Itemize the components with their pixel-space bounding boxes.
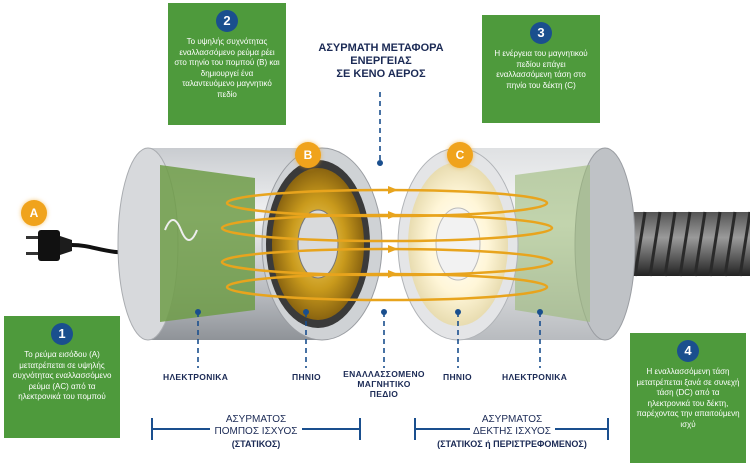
transmitter-section-label: ΑΣΥΡΜΑΤΟΣ ΠΟΜΠΟΣ ΙΣΧΥΟΣ (ΣΤΑΤΙΚΟΣ): [195, 414, 317, 450]
badge-b: B: [295, 142, 321, 168]
info-box-1: 1 Το ρεύμα εισόδου (A) μετατρέπεται σε υ…: [4, 316, 120, 438]
label-electronics-right: ΗΛΕΚΤΡΟΝΙΚΑ: [502, 372, 567, 382]
field-arrows: [388, 186, 398, 278]
receiver-line-1: ΑΣΥΡΜΑΤΟΣ: [418, 414, 606, 426]
info-text-4: Η εναλλασσόμενη τάση μετατρέπεται ξανά σ…: [636, 367, 739, 429]
label-field: ΕΝΑΛΛΑΣΣΟΜΕΝΟ ΜΑΓΝΗΤΙΚΟ ΠΕΔΙΟ: [340, 369, 428, 399]
label-field-line-3: ΠΕΔΙΟ: [340, 389, 428, 399]
label-electronics-left: ΗΛΕΚΤΡΟΝΙΚΑ: [163, 372, 228, 382]
info-text-3: Η ενέργεια του μαγνητικού πεδίου επάγει …: [494, 49, 587, 90]
title-line-1: ΑΣΥΡΜΑΤΗ ΜΕΤΑΦΟΡΑ: [298, 42, 464, 55]
title-line-2: ΕΝΕΡΓΕΙΑΣ: [298, 55, 464, 68]
info-text-2: Το υψηλής συχνότητας εναλλασσόμενο ρεύμα…: [174, 37, 279, 99]
info-box-2: 2 Το υψηλής συχνότητας εναλλασσόμενο ρεύ…: [168, 3, 286, 125]
info-text-1: Το ρεύμα εισόδου (A) μετατρέπεται σε υψη…: [13, 350, 112, 401]
receiver-line-3: (ΣΤΑΤΙΚΟΣ ή ΠΕΡΙΣΤΡΕΦΟΜΕΝΟΣ): [418, 438, 606, 450]
label-coil-right: ΠΗΝΙΟ: [443, 372, 472, 382]
transmitter-coil: [262, 148, 382, 340]
step-number-4: 4: [677, 340, 699, 362]
badge-c: C: [447, 142, 473, 168]
step-number-1: 1: [51, 323, 73, 345]
info-box-4: 4 Η εναλλασσόμενη τάση μετατρέπεται ξανά…: [630, 333, 746, 463]
step-number-2: 2: [216, 10, 238, 32]
transmitter-line-3: (ΣΤΑΤΙΚΟΣ): [195, 438, 317, 450]
receiver-line-2: ΔΕΚΤΗΣ ΙΣΧΥΟΣ: [418, 426, 606, 438]
badge-a: A: [21, 200, 47, 226]
label-field-line-1: ΕΝΑΛΛΑΣΣΟΜΕΝΟ: [340, 369, 428, 379]
step-number-3: 3: [530, 22, 552, 44]
diagram-title: ΑΣΥΡΜΑΤΗ ΜΕΤΑΦΟΡΑ ΕΝΕΡΓΕΙΑΣ ΣΕ ΚΕΝΟ ΑΕΡΟ…: [298, 42, 464, 81]
label-coil-left: ΠΗΝΙΟ: [292, 372, 321, 382]
receiver-section-label: ΑΣΥΡΜΑΤΟΣ ΔΕΚΤΗΣ ΙΣΧΥΟΣ (ΣΤΑΤΙΚΟΣ ή ΠΕΡΙ…: [418, 414, 606, 450]
transmitter-line-1: ΑΣΥΡΜΑΤΟΣ: [195, 414, 317, 426]
title-line-3: ΣΕ ΚΕΝΟ ΑΕΡΟΣ: [298, 68, 464, 81]
info-box-3: 3 Η ενέργεια του μαγνητικού πεδίου επάγε…: [482, 15, 600, 123]
label-field-line-2: ΜΑΓΝΗΤΙΚΟ: [340, 379, 428, 389]
transmitter-line-2: ΠΟΜΠΟΣ ΙΣΧΥΟΣ: [195, 426, 317, 438]
